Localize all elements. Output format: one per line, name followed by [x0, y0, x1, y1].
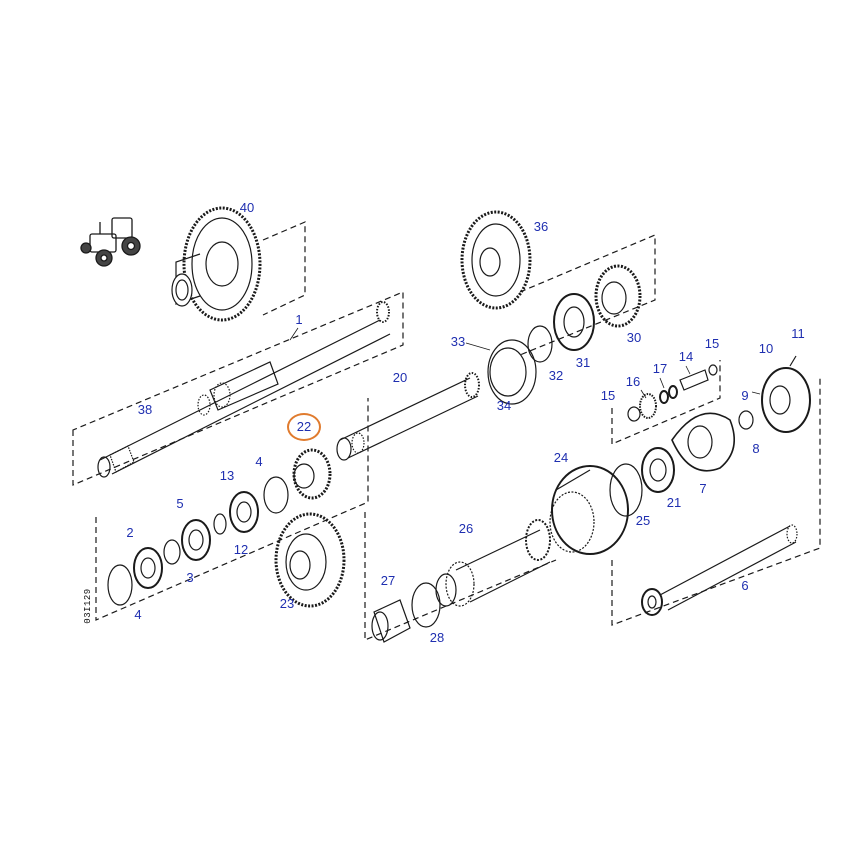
drawing-code: 03I129 — [83, 588, 93, 624]
small-parts-14-17 — [627, 364, 718, 422]
callout-8[interactable]: 8 — [752, 441, 760, 456]
callout-33[interactable]: 33 — [450, 334, 466, 349]
callout-16[interactable]: 16 — [625, 374, 641, 389]
gear-23 — [274, 512, 346, 608]
callout-15-upper[interactable]: 15 — [704, 336, 720, 351]
cover-10 — [761, 355, 811, 433]
callout-17[interactable]: 17 — [652, 361, 668, 376]
callout-24[interactable]: 24 — [553, 450, 569, 465]
callout-6[interactable]: 6 — [741, 578, 749, 593]
bearing-31 — [553, 293, 595, 351]
callout-30[interactable]: 30 — [626, 330, 642, 345]
bearing-21 — [641, 447, 675, 493]
callout-20[interactable]: 20 — [392, 370, 408, 385]
callout-7[interactable]: 7 — [699, 481, 707, 496]
callout-25[interactable]: 25 — [635, 513, 651, 528]
callout-1[interactable]: 1 — [295, 312, 303, 327]
callout-15-lower[interactable]: 15 — [600, 388, 616, 403]
callout-32[interactable]: 32 — [548, 368, 564, 383]
snap-ring-33-34 — [487, 339, 537, 405]
callout-34[interactable]: 34 — [496, 398, 512, 413]
callout-2[interactable]: 2 — [126, 525, 134, 540]
gear-40 — [171, 206, 262, 322]
gear-36 — [460, 210, 532, 310]
callout-5[interactable]: 5 — [176, 496, 184, 511]
bearing-2 — [133, 547, 163, 589]
ring-25 — [609, 463, 643, 517]
callout-4-lower[interactable]: 4 — [134, 607, 142, 622]
shaft-20 — [336, 372, 480, 461]
callout-9[interactable]: 9 — [741, 388, 749, 403]
ring-12 — [213, 513, 227, 535]
drum-24 — [549, 465, 629, 555]
housing-7 — [671, 410, 754, 472]
callout-38[interactable]: 38 — [137, 402, 153, 417]
callout-21[interactable]: 21 — [666, 495, 682, 510]
tractor-icon — [80, 217, 141, 267]
shaft-26 — [435, 519, 551, 607]
gear-22 — [292, 448, 332, 500]
callout-10[interactable]: 10 — [758, 341, 774, 356]
callout-23[interactable]: 23 — [279, 596, 295, 611]
callout-40[interactable]: 40 — [239, 200, 255, 215]
ring-28 — [411, 582, 441, 628]
callout-13[interactable]: 13 — [219, 468, 235, 483]
bearing-27 — [371, 599, 411, 643]
leader-lines — [289, 327, 761, 399]
shaft-1-38 — [97, 301, 391, 478]
bearing-5 — [181, 519, 211, 561]
callout-12[interactable]: 12 — [233, 542, 249, 557]
shaft-6 — [641, 524, 798, 616]
callout-31[interactable]: 31 — [575, 355, 591, 370]
callout-27[interactable]: 27 — [380, 573, 396, 588]
callout-28[interactable]: 28 — [429, 630, 445, 645]
callout-11[interactable]: 11 — [791, 326, 805, 341]
callout-26[interactable]: 26 — [458, 521, 474, 536]
gear-30 — [594, 264, 642, 328]
callout-4-upper[interactable]: 4 — [255, 454, 263, 469]
ring-4-lower — [107, 564, 133, 606]
callout-22-selected[interactable]: 22 — [296, 419, 312, 434]
bearing-13 — [229, 491, 259, 533]
callout-14[interactable]: 14 — [678, 349, 694, 364]
selected-part-highlight — [287, 413, 321, 441]
callout-3[interactable]: 3 — [186, 570, 194, 585]
assembly-outlines — [72, 221, 821, 641]
ring-4-upper — [263, 476, 289, 514]
callout-36[interactable]: 36 — [533, 219, 549, 234]
ring-3 — [163, 539, 181, 565]
ring-32 — [527, 325, 553, 363]
